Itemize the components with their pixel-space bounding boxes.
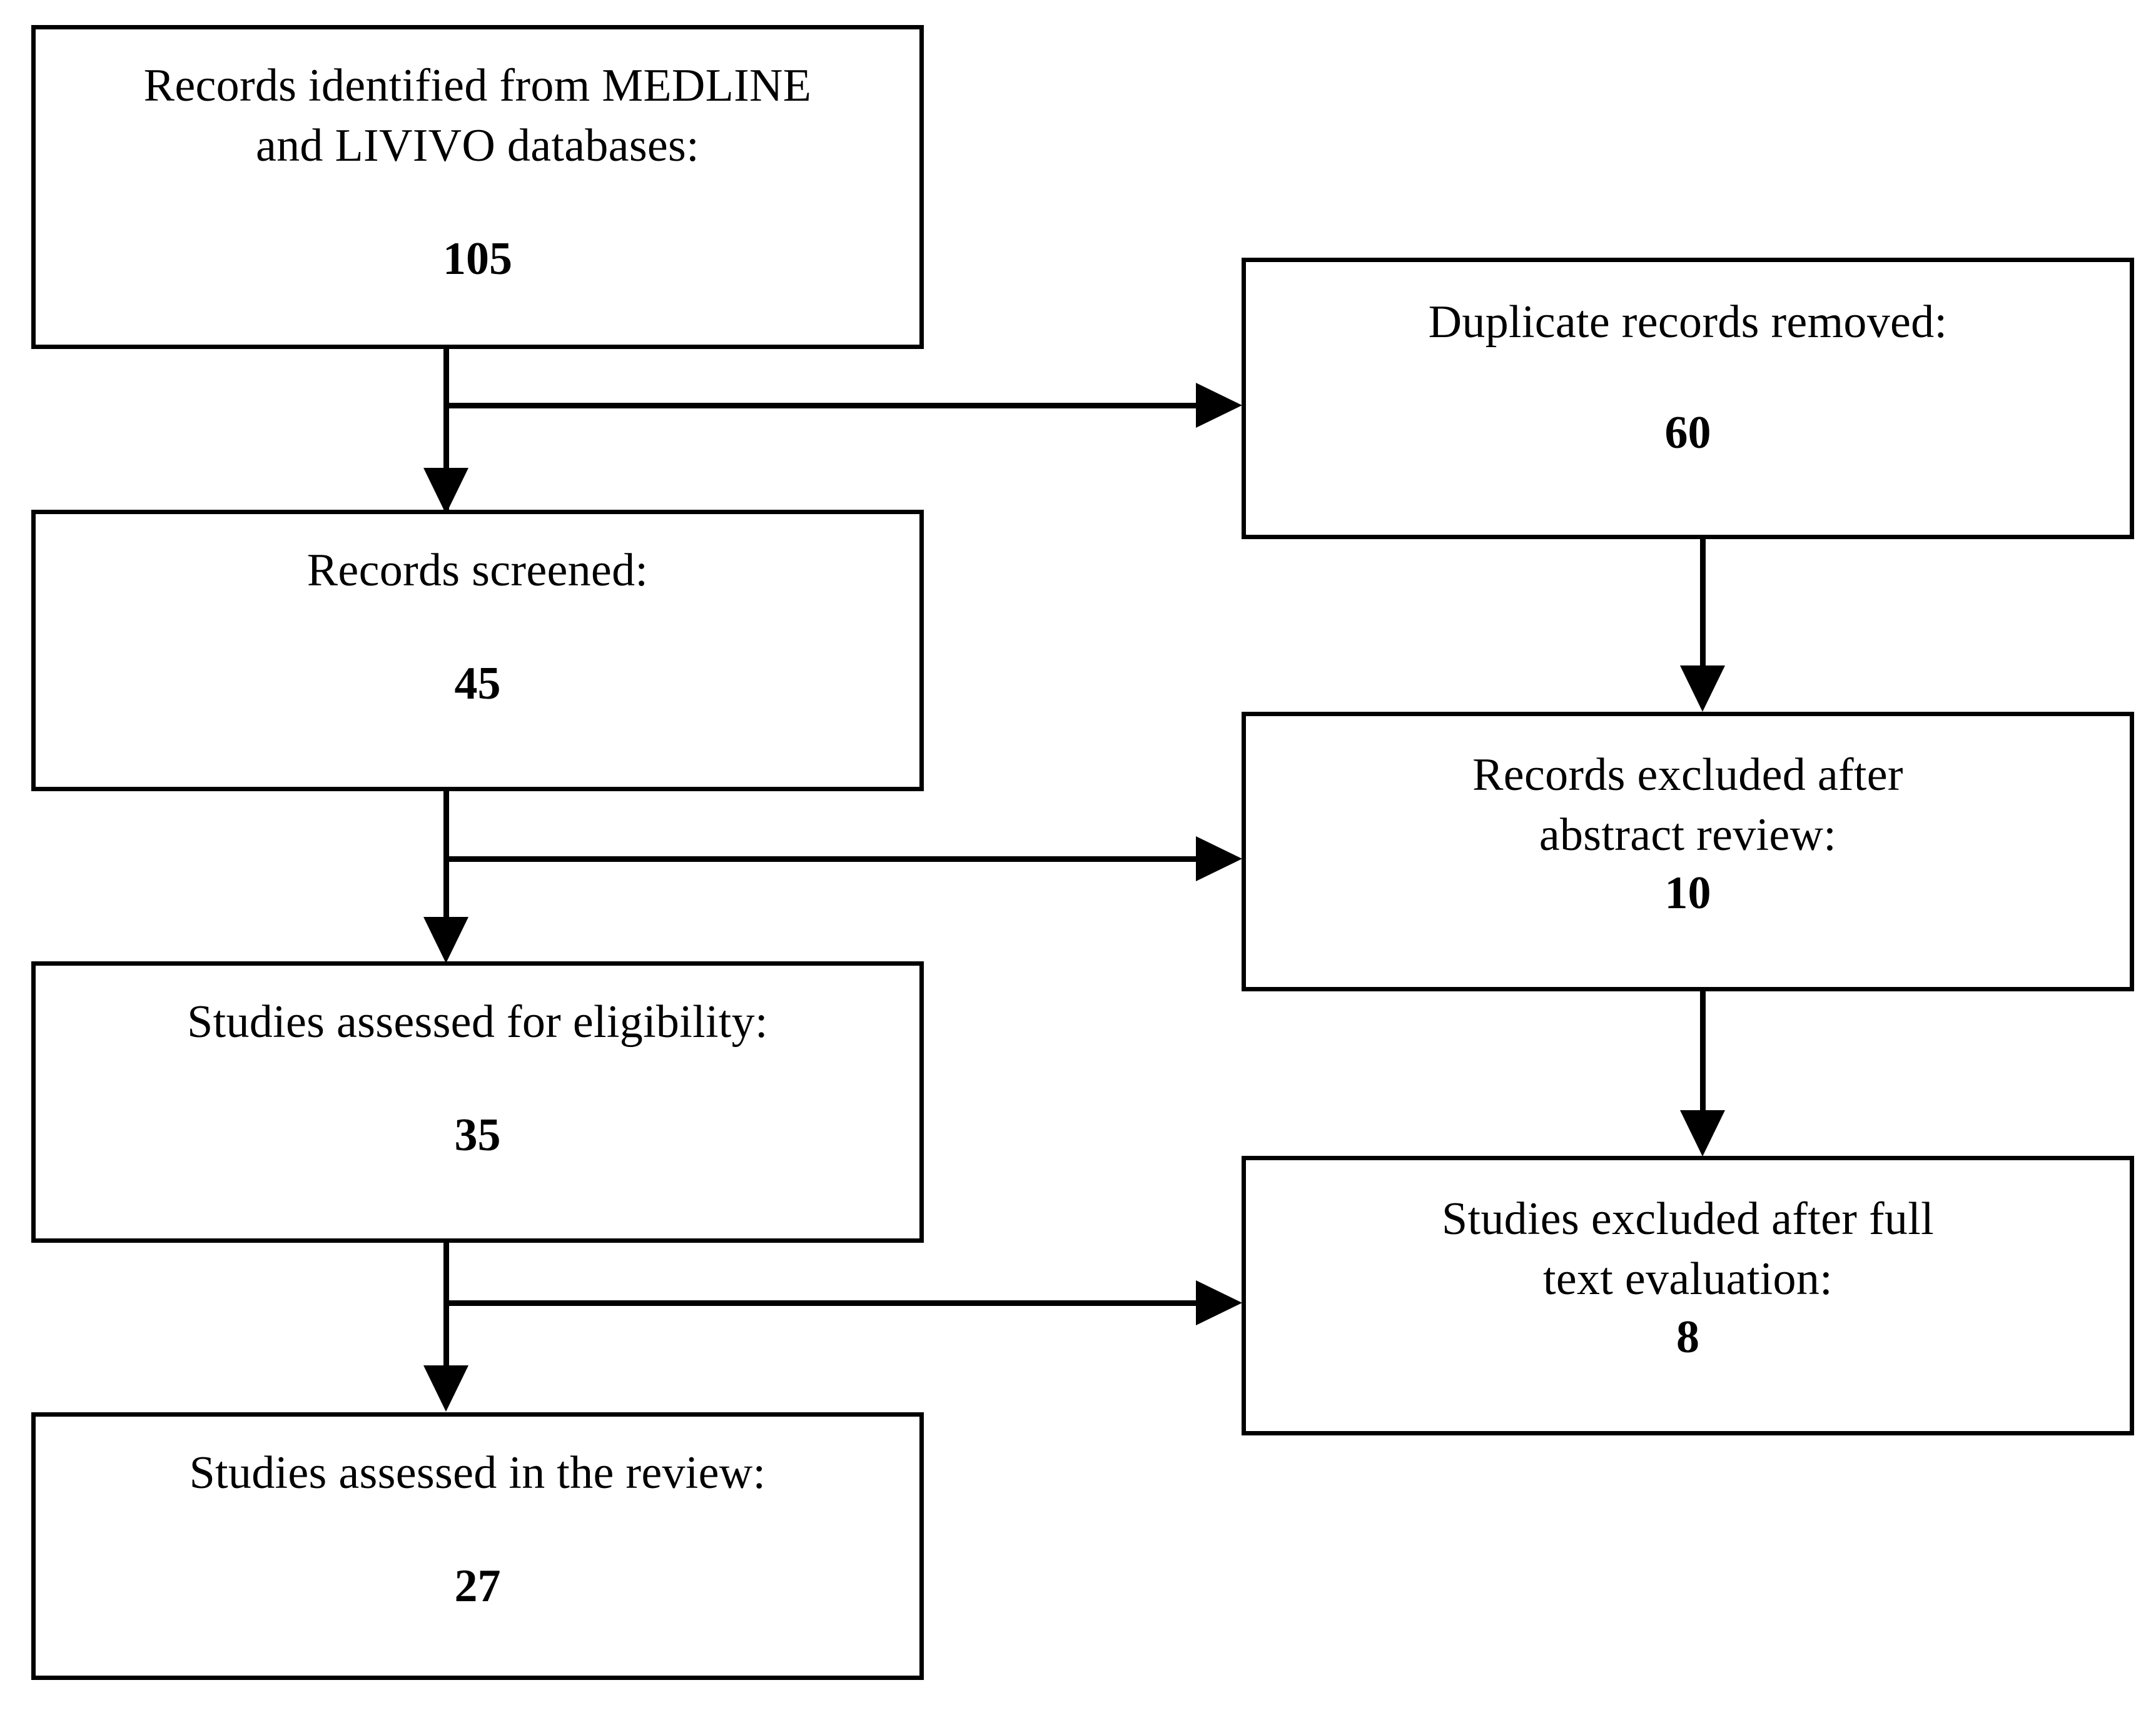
node-count: 8: [1676, 1312, 1699, 1363]
node-count: 105: [443, 233, 512, 285]
node-records-identified: Records identified from MEDLINE and LIVI…: [31, 25, 924, 349]
arrow-right-to-records-excluded-abstract: [1196, 836, 1242, 881]
arrow-to-studies-assessed-review: [423, 1365, 468, 1412]
node-studies-assessed-eligibility: Studies assessed for eligibility: 35: [31, 961, 924, 1243]
node-count: 10: [1664, 868, 1711, 919]
node-count: 27: [454, 1561, 501, 1612]
arrow-to-studies-excluded-fulltext: [1680, 1110, 1725, 1156]
node-label: Studies assessed in the review:: [189, 1447, 766, 1499]
edge-records-screened-spine: [443, 789, 449, 919]
edge-to-studies-excluded-fulltext: [443, 1300, 1197, 1306]
node-label: Duplicate records removed:: [1428, 296, 1948, 348]
arrow-right-to-studies-excluded-fulltext: [1196, 1280, 1242, 1325]
arrow-to-duplicate-records-removed: [1196, 383, 1242, 428]
node-label: Records identified from MEDLINE and LIVI…: [143, 60, 812, 172]
arrow-to-records-excluded-abstract: [1680, 665, 1725, 712]
node-studies-excluded-fulltext: Studies excluded after full text evaluat…: [1242, 1156, 2134, 1435]
edge-to-duplicate-records-removed: [443, 403, 1197, 408]
node-count: 35: [454, 1110, 501, 1161]
edge-to-records-excluded-abstract: [443, 856, 1197, 862]
node-label: Studies assessed for eligibility:: [187, 996, 768, 1048]
arrow-to-studies-assessed-eligibility: [423, 917, 468, 963]
node-count: 45: [454, 658, 501, 710]
node-duplicate-records-removed: Duplicate records removed: 60: [1242, 258, 2134, 539]
node-records-screened: Records screened: 45: [31, 510, 924, 791]
node-label: Studies excluded after full text evaluat…: [1442, 1193, 1934, 1305]
node-studies-assessed-review: Studies assessed in the review: 27: [31, 1412, 924, 1680]
arrow-to-records-screened: [423, 468, 468, 514]
node-records-excluded-abstract: Records excluded after abstract review: …: [1242, 712, 2134, 991]
node-label: Records screened:: [306, 545, 649, 596]
edge-records-identified-spine: [443, 349, 449, 512]
edge-duplicate-to-records-excluded: [1700, 539, 1706, 668]
edge-records-excluded-to-studies-excluded: [1700, 991, 1706, 1113]
node-label: Records excluded after abstract review:: [1472, 749, 1903, 861]
node-count: 60: [1664, 407, 1711, 459]
